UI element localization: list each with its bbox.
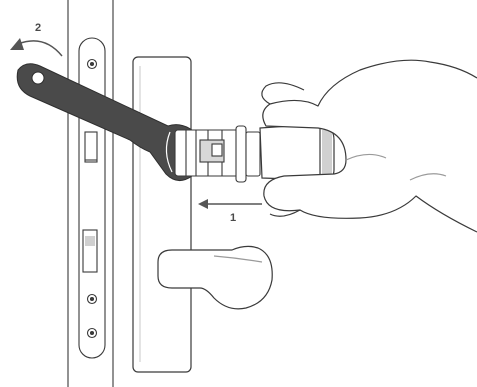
step-1-arrow: [198, 199, 262, 209]
step-1-label: 1: [230, 212, 236, 224]
wrench-hole-icon: [32, 72, 44, 84]
step-2-label: 2: [35, 22, 41, 34]
thumb-turn-knob: [260, 124, 334, 180]
step-2-arrow: [10, 38, 62, 56]
lock-cylinder: [175, 126, 260, 182]
latch-bolt: [85, 132, 97, 162]
escutcheon-plate: [133, 57, 191, 372]
